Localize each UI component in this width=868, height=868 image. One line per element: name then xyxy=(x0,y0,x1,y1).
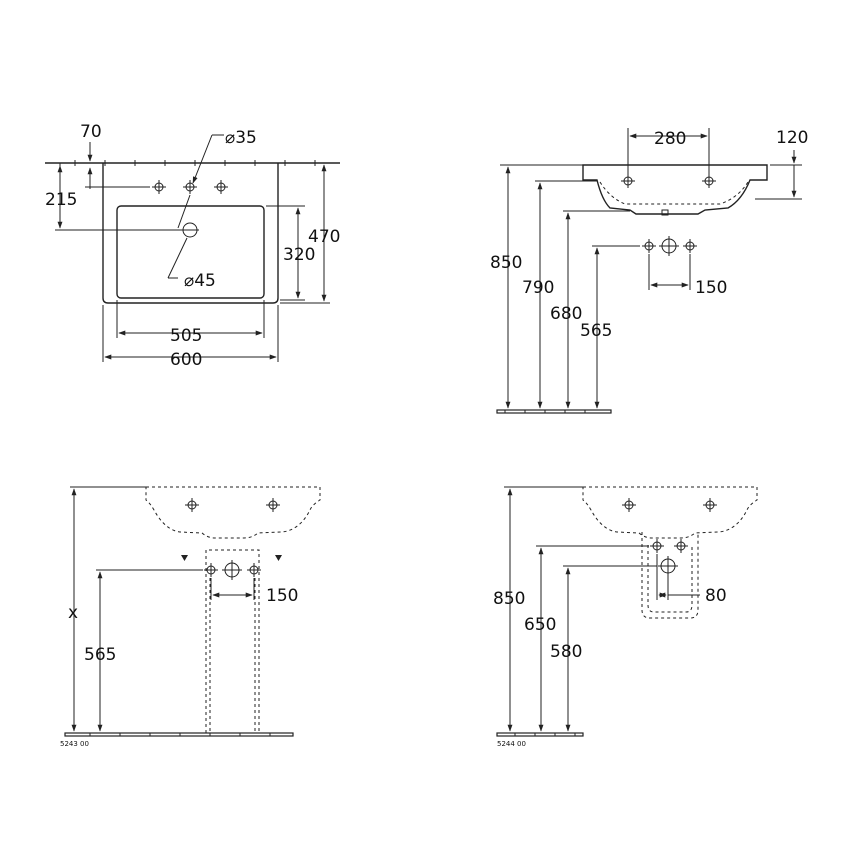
dim-120: 120 xyxy=(776,128,808,148)
pedestal-dashed-outline xyxy=(205,549,260,733)
floor-ticks-left xyxy=(89,733,271,736)
dim-hole-35: ⌀35 xyxy=(225,128,257,148)
wall-ticks xyxy=(74,160,316,166)
dim-280: 280 xyxy=(654,129,686,149)
outlet-hole-left-icon xyxy=(641,238,657,254)
tap-hole-left-icon xyxy=(151,179,167,195)
dim-70: 70 xyxy=(80,122,102,142)
dim-600: 600 xyxy=(170,350,202,370)
left-outlet-hole-center-icon xyxy=(221,559,243,581)
arrow-down-icon xyxy=(181,555,282,561)
tap-hole-right-icon xyxy=(213,179,229,195)
outlet-hole-right-icon xyxy=(682,238,698,254)
dim-215: 215 xyxy=(45,190,77,210)
basin-dashed-outline-right xyxy=(582,486,758,539)
left-tap-hole-1-icon xyxy=(184,497,200,513)
front-view-left: 150 x 565 5243 00 xyxy=(60,486,321,748)
basin-outline xyxy=(102,163,279,304)
right-tap-hole-2-icon xyxy=(702,497,718,513)
product-code-right: 5244 00 xyxy=(497,740,526,748)
dim-470: 470 xyxy=(308,227,340,247)
dim-hole-45: ⌀45 xyxy=(184,271,216,291)
dim-320: 320 xyxy=(283,245,315,265)
right-tap-hole-1-icon xyxy=(621,497,637,513)
right-outlet-hole-2-icon xyxy=(673,538,689,554)
dim-650: 650 xyxy=(524,615,556,635)
floor-line-right xyxy=(496,732,584,737)
side-tap-hole-left-icon xyxy=(620,173,636,189)
semi-pedestal-dashed-outline xyxy=(641,532,699,619)
bowl-dashed-profile xyxy=(599,181,749,205)
dim-505: 505 xyxy=(170,326,202,346)
floor-line-left xyxy=(64,732,294,737)
floor-ticks xyxy=(504,410,586,413)
floor-ticks-right xyxy=(514,733,576,736)
waste-hole-icon xyxy=(181,222,199,238)
product-code-left: 5243 00 xyxy=(60,740,89,748)
right-outlet-hole-center-icon xyxy=(657,555,679,577)
front-view-right: 80 850 650 580 5244 00 xyxy=(493,486,758,748)
basin-profile xyxy=(582,164,768,215)
dim-150-left: 150 xyxy=(266,586,298,606)
dim-80: 80 xyxy=(705,586,727,606)
dim-850-right: 850 xyxy=(493,589,525,609)
dim-565-left: 565 xyxy=(84,645,116,665)
dim-580: 580 xyxy=(550,642,582,662)
dim-850: 850 xyxy=(490,253,522,273)
dim-x: x xyxy=(68,603,78,623)
basin-dashed-outline xyxy=(145,486,321,539)
dim-680: 680 xyxy=(550,304,582,324)
side-view: 280 120 150 850 790 680 565 xyxy=(490,128,808,414)
tap-hole-center-icon xyxy=(182,179,198,195)
floor-line xyxy=(496,409,612,414)
top-view: 70 215 ⌀35 ⌀45 320 470 505 600 xyxy=(45,122,340,370)
bowl-outline xyxy=(116,205,265,299)
right-outlet-hole-1-icon xyxy=(649,538,665,554)
dim-150: 150 xyxy=(695,278,727,298)
left-tap-hole-2-icon xyxy=(265,497,281,513)
side-tap-hole-right-icon xyxy=(701,173,717,189)
outlet-hole-center-icon xyxy=(658,235,680,257)
dim-790: 790 xyxy=(522,278,554,298)
dim-565: 565 xyxy=(580,321,612,341)
